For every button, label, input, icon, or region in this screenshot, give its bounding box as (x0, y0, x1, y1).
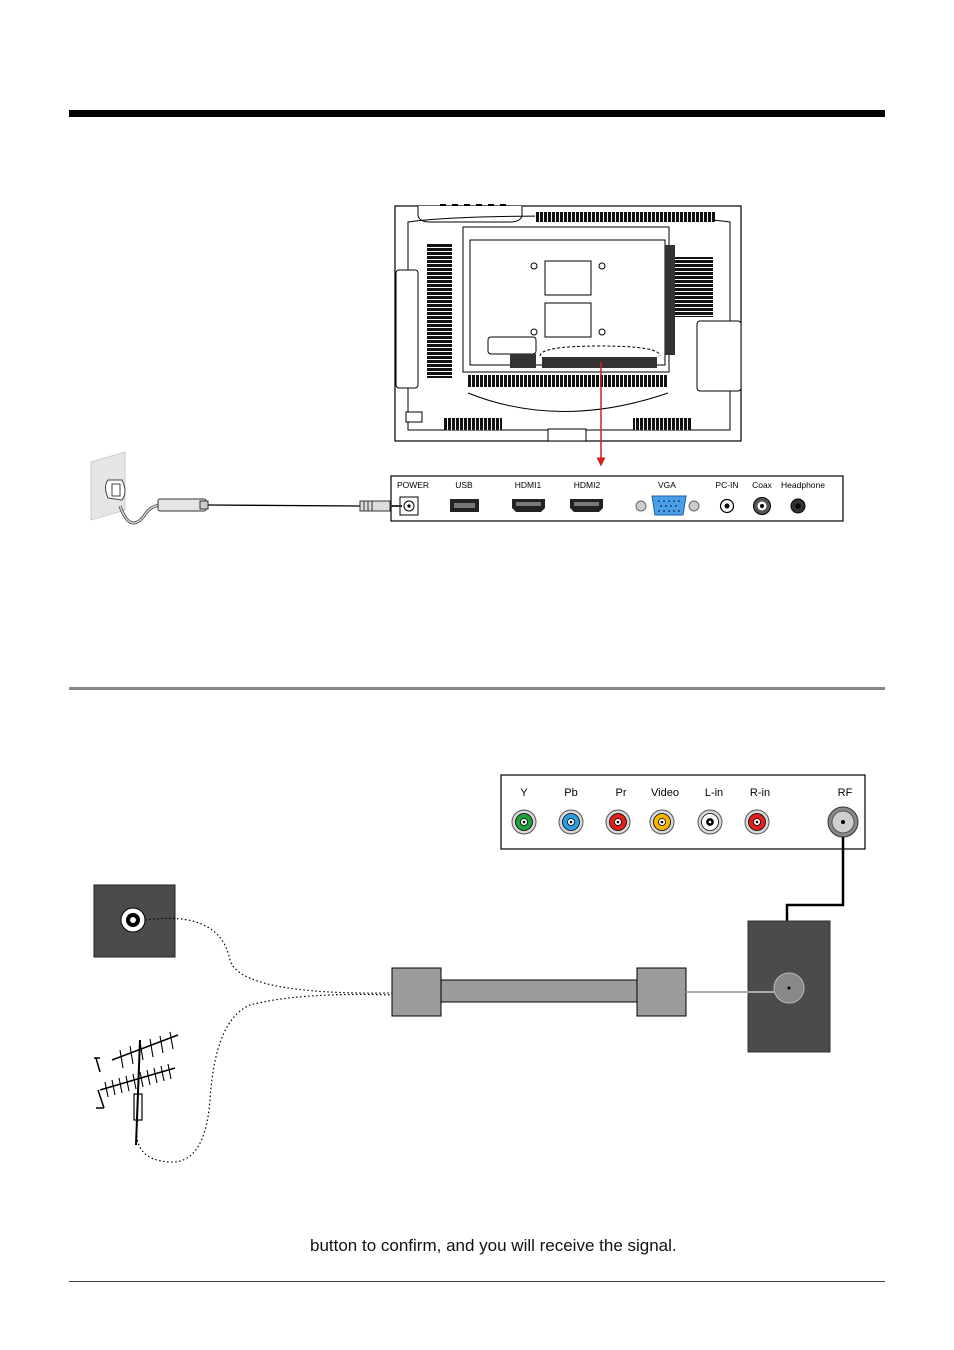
av-label-y: Y (520, 787, 528, 799)
port-label-vga: VGA (658, 480, 676, 490)
tv-back-illustration (395, 204, 741, 441)
port-label-headphone: Headphone (781, 480, 825, 490)
av-port-panel: Y Pb Pr Video L-in R-in RF (501, 775, 865, 849)
cable-tv-socket (94, 885, 392, 993)
port-label-hdmi1: HDMI1 (515, 480, 542, 490)
vga-port-icon (652, 496, 686, 515)
port-label-pc-in: PC-IN (715, 480, 738, 490)
av-label-l-in: L-in (705, 787, 723, 799)
rca-jack-video-icon (650, 810, 674, 834)
rca-jack-r-in-icon (745, 810, 769, 834)
port-label-usb: USB (455, 480, 473, 490)
power-adapter-icon (158, 499, 206, 511)
rca-jack-pb-icon (559, 810, 583, 834)
port-label-power: POWER (397, 480, 429, 490)
rca-jack-l-in-icon (698, 810, 722, 834)
av-label-r-in: R-in (750, 787, 770, 799)
outdoor-antenna-icon (94, 994, 392, 1162)
port-label-hdmi2: HDMI2 (574, 480, 601, 490)
rca-jack-pr-icon (606, 810, 630, 834)
vga-screw-icon (636, 501, 646, 511)
side-port-panel: POWER USB HDMI1 HDMI2 VGA PC-IN Coax Hea… (391, 476, 843, 521)
av-label-pb: Pb (564, 787, 577, 799)
rca-jack-y-icon (512, 810, 536, 834)
av-label-video: Video (651, 787, 679, 799)
port-label-coax: Coax (752, 480, 773, 490)
power-cable-illustration (91, 452, 402, 523)
coax-splitter (392, 968, 775, 1016)
av-label-pr: Pr (616, 787, 627, 799)
antenna-wall-plate (748, 921, 830, 1052)
rf-jack-icon (828, 807, 858, 837)
instruction-text: button to confirm, and you will receive … (310, 1236, 677, 1256)
av-label-rf: RF (838, 787, 853, 799)
